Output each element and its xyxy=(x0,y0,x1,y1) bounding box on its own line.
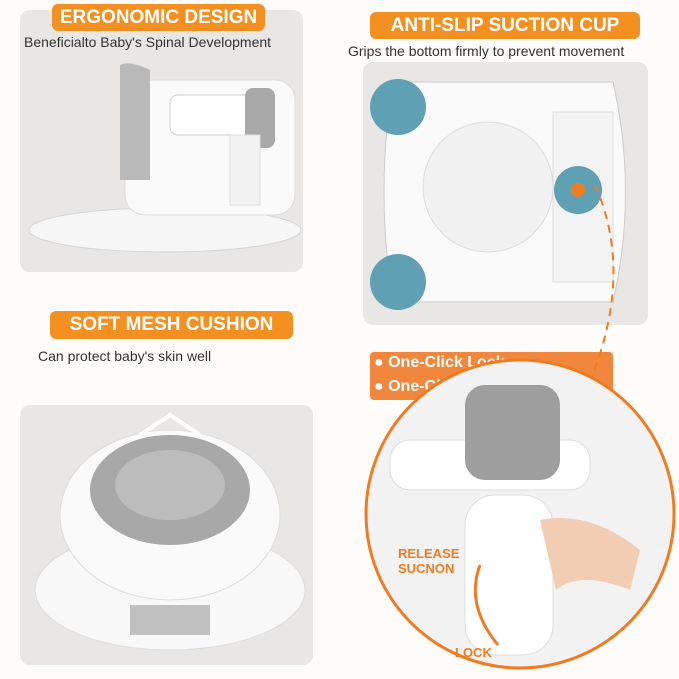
ergonomic-subtitle: Beneficialto Baby's Spinal Development xyxy=(24,34,272,50)
bath-seat-side-image xyxy=(28,63,302,253)
lock-button xyxy=(465,385,560,480)
lock-label: LOCK xyxy=(455,645,492,660)
ergonomic-design-badge: ERGONOMIC DESIGN xyxy=(52,4,265,31)
suction-subtitle: Grips the bottom firmly to prevent movem… xyxy=(348,43,625,59)
ergonomic-photo-panel xyxy=(20,10,303,272)
bath-seat-bottom-image xyxy=(370,79,626,310)
cushion-photo-panel xyxy=(20,405,313,665)
airflow-arrows-icon xyxy=(138,412,202,437)
bullet-icon: ● xyxy=(374,378,389,395)
finger-image xyxy=(540,518,640,590)
cushion-subtitle: Can protect baby's skin well xyxy=(38,348,212,364)
suction-photo-panel xyxy=(363,62,648,325)
bath-seat-top-image xyxy=(34,412,306,651)
release-button-marker xyxy=(571,183,585,197)
release-lock-arrow-icon xyxy=(473,564,500,646)
soft-mesh-badge: SOFT MESH CUSHION xyxy=(50,311,293,339)
bullet-icon: ● xyxy=(374,354,389,371)
anti-slip-badge: ANTI-SLIP SUCTION CUP xyxy=(370,12,640,39)
